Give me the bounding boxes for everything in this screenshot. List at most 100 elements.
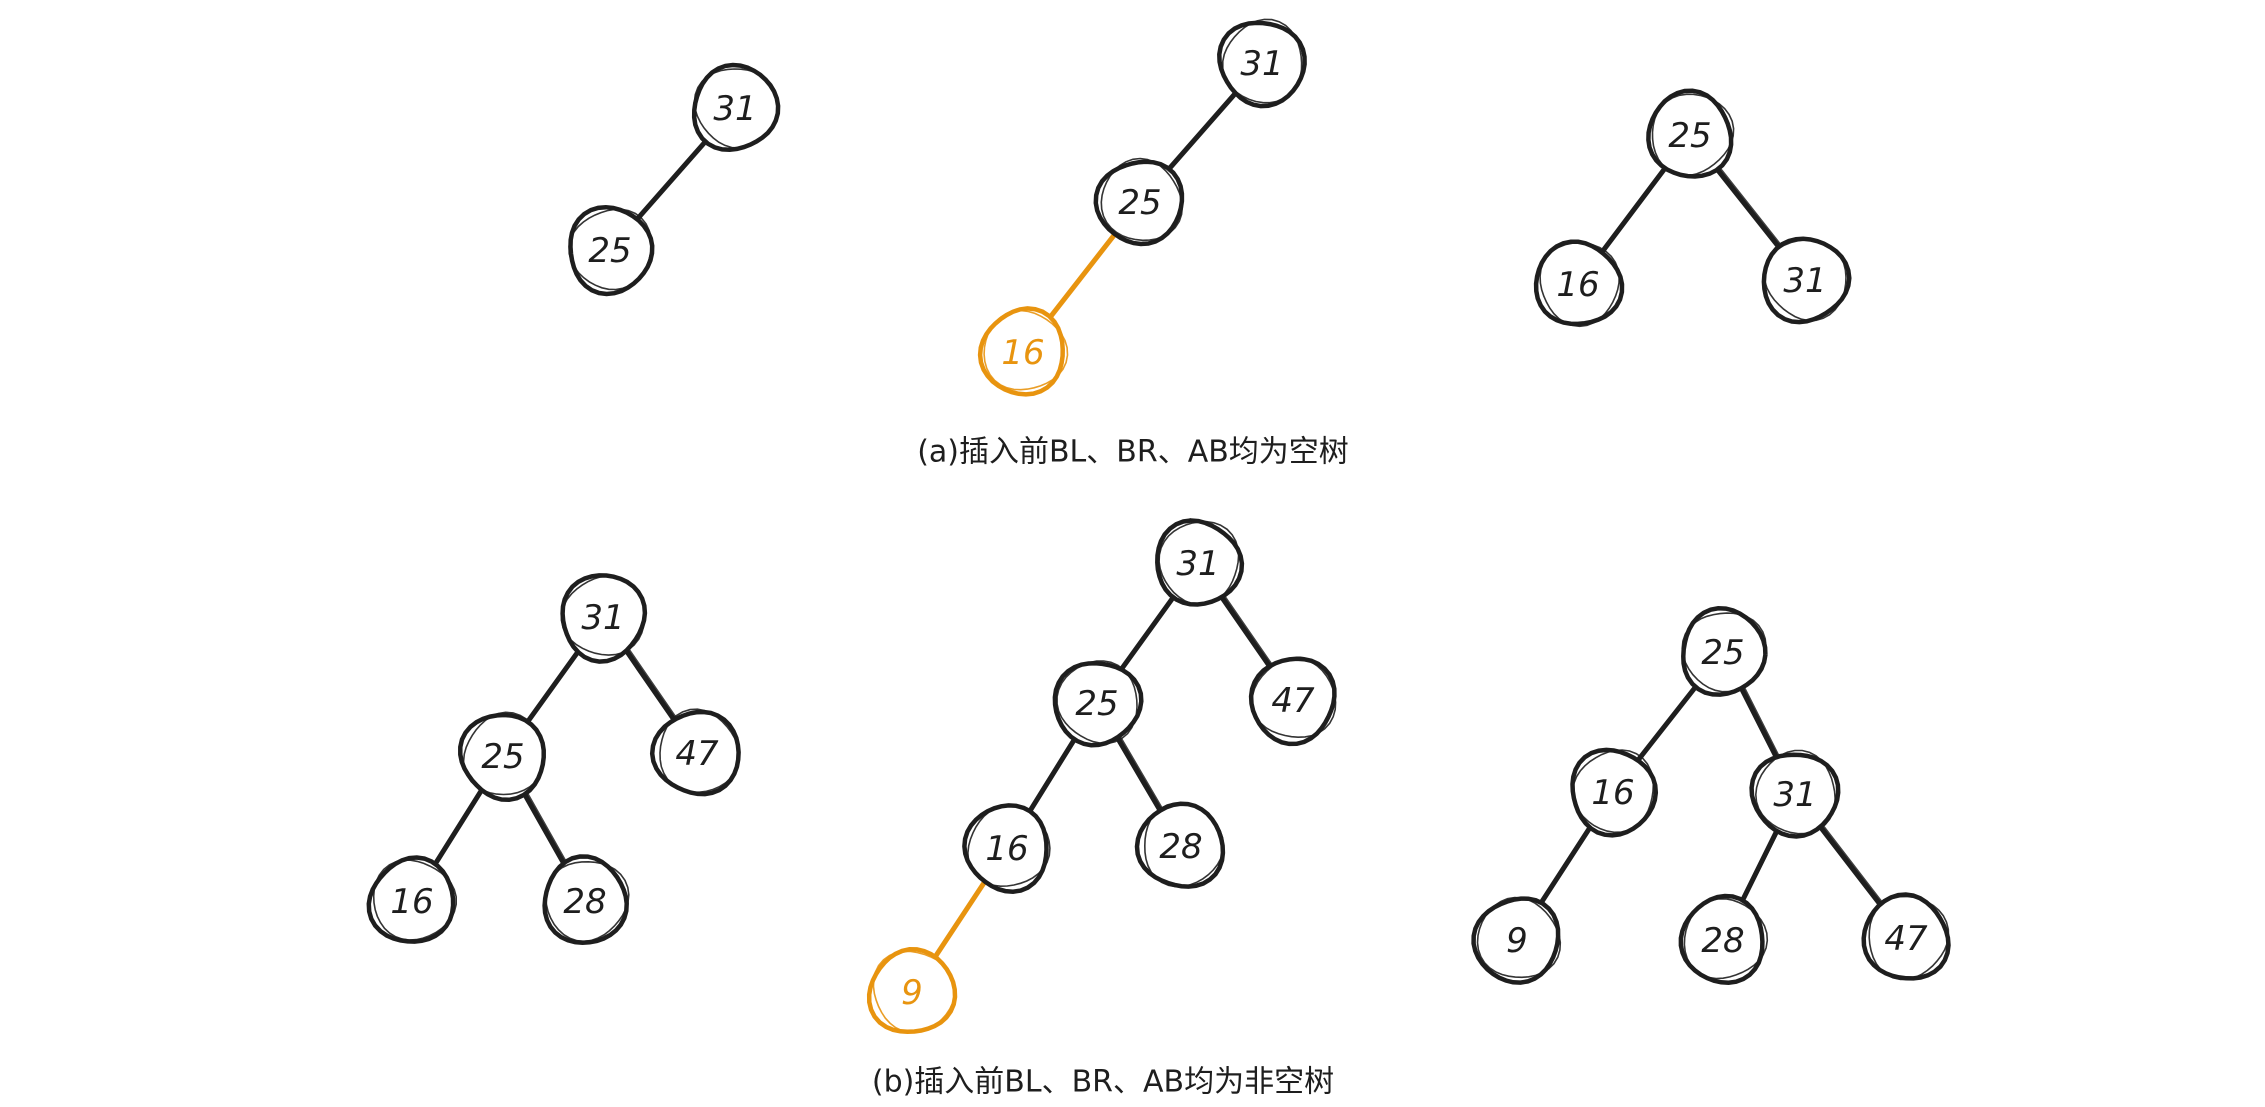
tree-node: 16 [977,306,1069,397]
node-circle [1093,159,1185,247]
tree-node: 31 [1761,236,1852,325]
tree-node: 28 [542,854,630,946]
node-circle [1217,20,1307,109]
edge-sketch-b2-n25-n16 [1028,732,1081,815]
node-circle-sketch [967,804,1051,888]
node-label: 16 [1591,773,1634,813]
node-circle-sketch [544,860,630,943]
node-circle-sketch [372,859,457,941]
edge-sketch-b3-n31-n28 [1740,825,1782,905]
node-circle-sketch [1572,749,1655,834]
node-label: 25 [588,231,631,271]
tree-node: 9 [866,947,958,1035]
edge-b2-n25-n28 [1113,733,1165,816]
edge-sketch-a2-n31-n25 [1166,89,1241,173]
tree-node: 31 [1155,518,1245,607]
edge-sketch-b2-n16-n9 [933,877,990,960]
node-circle-sketch [1476,896,1562,979]
node-circle-sketch [1056,660,1138,745]
node-circle-sketch [1754,749,1836,835]
tree-node: 25 [1646,88,1735,179]
node-label: 47 [675,734,719,774]
node-circle [1155,518,1245,607]
node-circle [1570,747,1659,838]
tree-node: 25 [568,204,655,297]
node-label: 25 [1118,183,1161,223]
tree-node: 25 [1093,157,1185,247]
tree-node: 16 [1570,747,1659,838]
node-circle [1052,661,1144,748]
node-circle-sketch [1143,802,1225,888]
edge-a3-n25-n31 [1711,162,1784,253]
node-label: 9 [901,973,923,1013]
caption-b: (b)插入前BL、BR、AB均为非空树 [872,1065,1334,1100]
tree-node: 47 [649,708,741,797]
node-circle [1646,88,1734,179]
node-circle-sketch [1763,239,1847,322]
tree-node: 31 [1217,18,1307,109]
edge-b1-n25-n28 [519,786,569,871]
node-label: 28 [563,882,606,922]
tree-a3: 25 16 31 [1533,88,1852,328]
node-circle [1861,892,1951,981]
tree-b3: 25 16 31 9 28 47 [1471,606,1951,985]
tree-node: 16 [366,855,457,944]
tree-node: 16 [1533,239,1625,328]
node-label: 31 [1773,775,1816,815]
node-circle [366,855,456,944]
node-label: 25 [1668,116,1711,156]
node-label: 25 [481,737,524,777]
edge-sketch-b1-n31-n47 [626,645,679,721]
node-label: 16 [985,829,1028,869]
node-label: 31 [1176,544,1219,584]
node-circle-sketch [872,950,956,1034]
tree-node: 28 [1134,801,1226,889]
edge-b3-n31-n47 [1815,821,1886,911]
edge-b3-n31-n28 [1737,825,1781,909]
node-label: 31 [713,89,756,129]
edge-sketch-b1-n25-n16 [433,785,487,868]
node-label: 28 [1701,921,1744,961]
edge-sketch-b2-n31-n47 [1221,591,1275,668]
node-circle-sketch [1100,157,1184,242]
tree-node: 28 [1678,893,1769,985]
node-label: 25 [1701,633,1744,673]
node-circle-sketch [1683,897,1769,980]
node-circle-sketch [568,208,653,291]
edge-sketch-a1-n31-n25 [636,134,714,221]
node-circle-sketch [693,68,779,150]
tree-a1: 31 25 [568,62,781,297]
edge-b1-n31-n47 [622,645,678,725]
node-circle-sketch [1868,895,1950,981]
tree-node: 31 [691,62,781,153]
node-circle-sketch [560,575,646,656]
edge-sketch-b3-n25-n31 [1741,683,1781,760]
edge-sketch-b2-n25-n28 [1117,733,1165,813]
node-label: 9 [1506,921,1528,961]
edge-b2-n31-n47 [1217,591,1274,672]
node-circle-sketch [1539,242,1621,328]
node-label: 16 [390,882,433,922]
node-circle [866,947,958,1035]
node-label: 31 [1783,261,1826,301]
node-circle-sketch [1251,657,1337,739]
caption-a: (a)插入前BL、BR、AB均为空树 [917,435,1349,470]
tree-node: 9 [1471,896,1562,985]
edge-sketch-b3-n16-n9 [1538,821,1596,908]
edge-sketch-a3-n25-n16 [1601,162,1671,253]
tree-node: 47 [1861,892,1951,981]
node-circle [1134,801,1226,889]
tree-node: 25 [1681,606,1768,697]
node-label: 31 [1240,44,1283,84]
tree-node: 16 [962,803,1051,894]
node-circle-sketch [1651,93,1735,177]
node-circle-sketch [983,309,1069,391]
node-circle [977,306,1065,397]
node-label: 47 [1884,919,1928,959]
node-circle [542,854,629,946]
node-label: 47 [1271,681,1315,721]
tree-node: 25 [458,711,546,803]
edge-sketch-a2-n25-n16 [1047,229,1121,322]
